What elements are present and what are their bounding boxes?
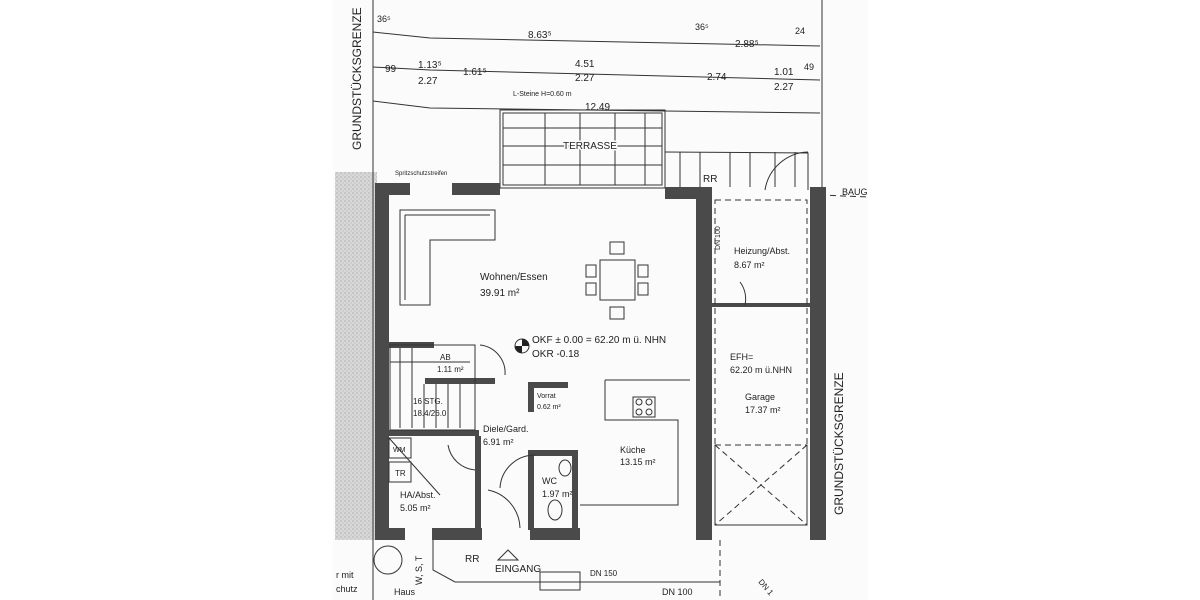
neighbor-area: [335, 172, 377, 540]
dim-r2-c: 2.27: [418, 76, 438, 87]
dimension-chains: [372, 31, 821, 114]
dim-r2-a: 99: [385, 64, 397, 75]
doors: [447, 281, 747, 529]
drain-lines: [373, 540, 721, 600]
appliances: [388, 437, 441, 496]
dim-r1-b: 8.63⁵: [528, 30, 552, 41]
dn100-bottom-label: DN 100: [662, 587, 693, 597]
rr-bottom-label: RR: [465, 554, 479, 565]
wc-name: WC: [542, 476, 557, 486]
wc-fixtures: [547, 459, 572, 521]
living-area: 39.91 m²: [480, 288, 520, 299]
hall-area: 6.91 m²: [483, 437, 514, 447]
dining-table: [585, 241, 649, 320]
dim-r1-e: 24: [795, 26, 805, 36]
dim-r2-h: 1.01: [774, 67, 794, 78]
level-marker-icon: [514, 338, 530, 354]
boundary-label-right: GRUNDSTÜCKSGRENZE: [832, 372, 846, 515]
efh-label: EFH=: [730, 352, 753, 362]
kitchen-name: Küche: [620, 445, 646, 455]
terrace: [499, 109, 809, 191]
left-note-2: chutz: [336, 584, 358, 594]
heating-area: 8.67 m²: [734, 260, 765, 270]
dim-r2-j: 49: [804, 62, 814, 72]
efh-value: 62.20 m ü.NHN: [730, 365, 792, 375]
haus-label: Haus: [394, 587, 416, 597]
okf-label: OKF ± 0.00 = 62.20 m ü. NHN: [532, 335, 666, 346]
pantry-area: 0.62 m²: [537, 404, 561, 411]
sofa: [399, 209, 496, 306]
dim-r1-d: 2.88⁵: [735, 39, 759, 50]
dim-r2-b: 1.13⁵: [418, 60, 442, 71]
stairs-name: 16 STG.: [413, 397, 443, 406]
entrance-label: EINGANG: [495, 564, 541, 575]
dim-r2-f: 2.27: [575, 73, 595, 84]
wst-label: W, S, T: [414, 555, 424, 585]
heating-name: Heizung/Abst.: [734, 246, 790, 256]
ab-area: 1.11 m²: [437, 365, 464, 374]
pantry-name: Vorrat: [537, 393, 556, 400]
garage-parking-box: [714, 199, 808, 526]
stairs-spec: 18.4/26.0: [413, 409, 447, 418]
dim-r2-i: 2.27: [774, 82, 794, 93]
l-stones-label: L-Steine H=0.60 m: [513, 91, 572, 98]
splash-strip-label: Spritzschutzstreifen: [395, 171, 447, 177]
walls: [375, 183, 826, 540]
wc-area: 1.97 m²: [542, 489, 573, 499]
dn150-label: DN 150: [590, 569, 618, 578]
building-line-label: BAUG: [842, 187, 868, 197]
okr-label: OKR -0.18: [532, 349, 580, 360]
garage-name: Garage: [745, 392, 775, 402]
tr-label: TR: [395, 469, 406, 478]
living-name: Wohnen/Essen: [480, 272, 548, 283]
wm-label: WM: [393, 447, 406, 454]
garage-area: 17.37 m²: [745, 405, 781, 415]
dim-r2-e: 4.51: [575, 59, 595, 70]
utility-name: HA/Abst.: [400, 490, 436, 500]
utility-area: 5.05 m²: [400, 503, 431, 513]
dn100-top: DN 100: [715, 226, 722, 250]
hall-name: Diele/Gard.: [483, 424, 529, 434]
dim-r3: 12.49: [585, 102, 610, 113]
rr-top-label: RR: [703, 174, 717, 185]
stairs: [389, 344, 476, 431]
terrace-label: TERRASSE: [563, 141, 617, 152]
dim-r1-c: 36⁵: [695, 22, 709, 32]
dim-r1-a: 36⁵: [377, 14, 391, 24]
building-line: [819, 194, 869, 198]
dim-r2-d: 1.61⁵: [463, 67, 487, 78]
kitchen-area: 13.15 m²: [620, 457, 656, 467]
dim-r2-g: 2.74: [707, 72, 727, 83]
boundary-label-left: GRUNDSTÜCKSGRENZE: [350, 7, 364, 150]
ab-name: AB: [440, 353, 451, 362]
kitchen-counter: [580, 379, 690, 506]
left-note-1: r mit: [336, 570, 354, 580]
